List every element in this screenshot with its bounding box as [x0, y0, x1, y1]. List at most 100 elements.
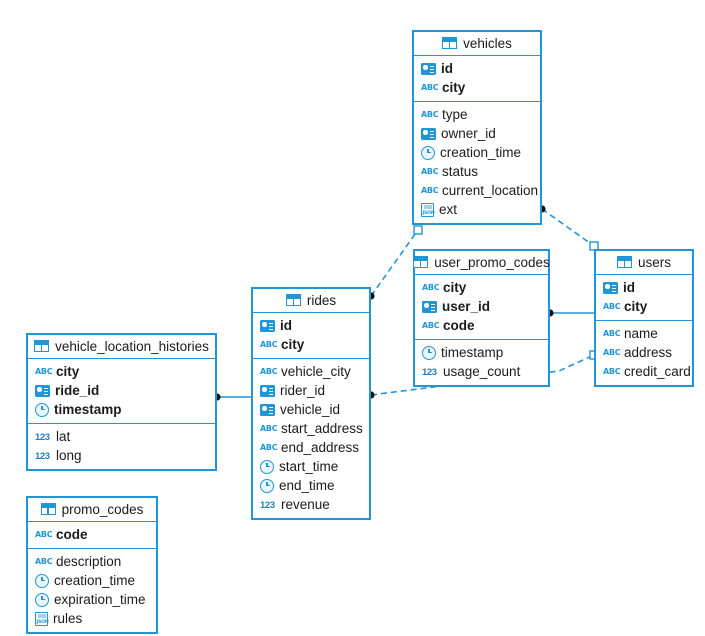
entity-header[interactable]: user_promo_codes	[413, 251, 550, 275]
entity-key-field[interactable]: id	[596, 278, 692, 297]
clock-icon	[260, 459, 274, 474]
abc-icon: ABC	[422, 282, 440, 292]
field-name: timestamp	[441, 344, 504, 360]
table-icon	[442, 37, 458, 49]
relationship-rel-vlh-rides[interactable]	[213, 393, 251, 401]
entity-key-field[interactable]: user_id	[415, 297, 548, 316]
field-name: creation_time	[440, 144, 522, 160]
entity-field[interactable]: end_time	[253, 476, 369, 495]
entity-key-field[interactable]: ride_id	[28, 381, 215, 400]
abc-icon: ABC	[260, 442, 278, 452]
entity-field[interactable]: start_time	[253, 457, 369, 476]
field-name: vehicle_city	[281, 363, 351, 379]
id-badge-icon	[421, 127, 436, 140]
abc-icon: ABC	[603, 301, 621, 311]
entity-field[interactable]: rider_id	[253, 381, 369, 400]
abc-icon: ABC	[35, 529, 53, 539]
table-icon	[40, 503, 56, 515]
entity-field[interactable]: timestamp	[415, 343, 548, 362]
abc-icon: ABC	[603, 366, 621, 376]
field-name: current_location	[442, 182, 539, 198]
entity-field[interactable]: creation_time	[414, 143, 540, 162]
field-name: city	[56, 363, 80, 379]
entity-field[interactable]: ext	[414, 200, 540, 219]
field-name: id	[441, 60, 453, 76]
field-name: city	[443, 279, 467, 295]
entity-header[interactable]: rides	[253, 289, 369, 313]
number-icon: 123	[422, 366, 437, 378]
clock-icon	[422, 345, 436, 360]
table-icon	[616, 256, 632, 268]
entity-header[interactable]: promo_codes	[28, 498, 156, 522]
field-name: id	[623, 279, 635, 295]
clock-icon	[260, 478, 274, 493]
entity-header[interactable]: vehicle_location_histories	[28, 335, 215, 359]
table-icon	[34, 340, 50, 352]
field-name: credit_card	[624, 363, 691, 379]
entity-header[interactable]: users	[596, 251, 692, 275]
entity-title: rides	[306, 292, 337, 308]
entity-key-field[interactable]: timestamp	[28, 400, 215, 419]
entity-field[interactable]: owner_id	[414, 124, 540, 143]
abc-icon: ABC	[35, 556, 53, 566]
entity-field[interactable]: 123 usage_count	[415, 362, 548, 381]
entity-key-field[interactable]: id	[414, 59, 540, 78]
entity-field[interactable]: rules	[28, 609, 156, 628]
entity-field[interactable]: vehicle_id	[253, 400, 369, 419]
entity-title: vehicle_location_histories	[55, 338, 209, 354]
field-name: city	[442, 79, 466, 95]
field-name: start_time	[279, 458, 339, 474]
relationship-rel-vehicles-users[interactable]	[538, 205, 599, 251]
field-name: start_address	[281, 420, 363, 436]
entity-key-field[interactable]: id	[253, 316, 369, 335]
abc-icon: ABC	[260, 366, 278, 376]
abc-icon: ABC	[421, 82, 439, 92]
field-name: creation_time	[54, 572, 136, 588]
field-name: city	[281, 336, 305, 352]
abc-icon: ABC	[421, 166, 439, 176]
field-name: rules	[53, 610, 83, 626]
field-name: usage_count	[443, 363, 521, 379]
entity-field[interactable]: expiration_time	[28, 590, 156, 609]
relationship-rel-users-promo[interactable]	[546, 309, 594, 317]
abc-icon: ABC	[421, 109, 439, 119]
entity-field[interactable]: creation_time	[28, 571, 156, 590]
id-badge-icon	[422, 300, 437, 313]
id-badge-icon	[35, 384, 50, 397]
clock-icon	[35, 592, 49, 607]
field-name: owner_id	[441, 125, 496, 141]
field-name: lat	[56, 428, 71, 444]
entity-header[interactable]: vehicles	[414, 32, 540, 56]
abc-icon: ABC	[260, 339, 278, 349]
